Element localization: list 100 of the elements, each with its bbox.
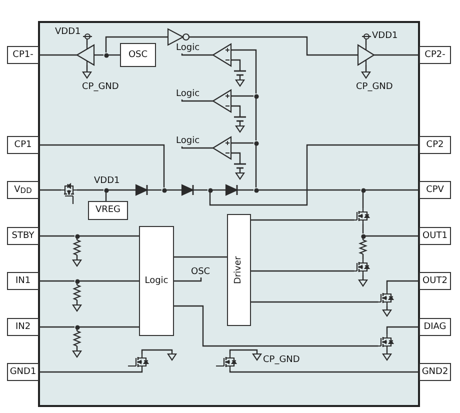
pin-box: CP1-: [7, 46, 39, 64]
battery-symbol: [234, 164, 246, 168]
wire: [237, 189, 254, 191]
net-label: CP_GND: [263, 354, 300, 366]
ground-symbol: [236, 126, 244, 132]
ground-symbol: [236, 173, 244, 179]
wire: [362, 238, 364, 240]
wire: [251, 270, 354, 272]
supply-symbol: [82, 34, 92, 38]
net-label: Logic: [176, 42, 200, 54]
wire: [231, 142, 254, 144]
wire: [251, 301, 378, 303]
wire: [365, 65, 367, 72]
wire: [212, 189, 226, 191]
battery-symbol: [234, 71, 246, 75]
junction-dot: [254, 94, 258, 98]
junction-dot: [74, 278, 80, 284]
wire: [86, 65, 88, 72]
pin-box: IN2: [7, 318, 39, 336]
wire: [76, 329, 78, 331]
mosfet-symbol: [354, 259, 369, 275]
wire: [231, 59, 241, 71]
wire: [181, 146, 213, 149]
wire: [386, 306, 388, 310]
net-label: VDD1: [55, 26, 81, 38]
resistor-symbol: [74, 285, 80, 300]
wire: [231, 105, 241, 117]
pin-box: CPV: [419, 181, 451, 199]
wire: [193, 189, 208, 191]
wire: [94, 54, 104, 56]
wire: [39, 326, 74, 328]
mosfet-symbol: [128, 354, 148, 370]
wire: [105, 192, 107, 201]
wire: [105, 36, 168, 52]
ground-symbol: [236, 80, 244, 86]
block-box: VREG: [88, 201, 128, 220]
pin-box: GND2: [419, 363, 451, 381]
wire: [366, 235, 419, 237]
resistor-symbol: [360, 240, 366, 254]
diode-symbol: [136, 185, 147, 195]
mosfet-symbol: [354, 208, 369, 224]
junction-dot: [254, 140, 258, 146]
pin-box: OUT1: [419, 227, 451, 245]
wire: [108, 54, 120, 56]
junction-dot: [360, 188, 366, 192]
mosfet-symbol: [378, 334, 393, 350]
mosfet-symbol: [216, 354, 236, 370]
wire: [255, 98, 257, 140]
wire: [174, 305, 378, 347]
wire: [258, 189, 360, 191]
wire: [141, 349, 173, 354]
wire: [362, 254, 364, 259]
pin-box: CP1: [7, 136, 39, 154]
comparator-symbol: [213, 90, 231, 112]
wire: [362, 192, 364, 208]
junction-dot: [104, 52, 108, 58]
pin-box: STBY: [7, 227, 39, 245]
diode-symbol: [182, 185, 193, 195]
net-label: OSC: [191, 266, 210, 278]
wire: [76, 283, 78, 285]
wire: [231, 49, 257, 94]
wire: [39, 280, 74, 282]
chip-body: [38, 21, 420, 407]
wire: [239, 168, 241, 173]
resistor-symbol: [74, 240, 80, 255]
buffer-symbol: [358, 45, 374, 65]
comparator-symbol: [213, 44, 231, 66]
wire: [251, 219, 354, 221]
junction-dot: [208, 188, 212, 192]
wire: [255, 146, 257, 188]
block-box: Logic: [139, 226, 174, 336]
wire: [366, 189, 419, 191]
wire: [181, 54, 213, 56]
wire: [239, 75, 241, 80]
mosfet-symbol: [61, 184, 77, 204]
wire: [189, 36, 358, 56]
inverter-symbol: [168, 29, 189, 45]
ground-symbol: [362, 72, 370, 78]
wire: [386, 326, 419, 334]
ground-symbol: [253, 354, 261, 360]
wire: [209, 144, 419, 206]
net-label: CP_GND: [356, 82, 393, 92]
net-label: VDD1: [94, 176, 120, 186]
wire: [80, 280, 139, 282]
wire: [80, 235, 139, 237]
resistor-symbol: [74, 331, 80, 346]
junction-dot: [162, 188, 166, 192]
wire: [76, 238, 78, 240]
pin-box: OUT2: [419, 272, 451, 290]
pin-box: CP2: [419, 136, 451, 154]
ground-symbol: [359, 280, 367, 286]
wire: [386, 280, 419, 290]
wire: [174, 278, 202, 282]
wire: [166, 189, 182, 191]
net-label: Logic: [176, 88, 200, 100]
diode-symbol: [226, 185, 237, 195]
wire: [365, 38, 367, 45]
pin-box: DIAG: [419, 318, 451, 336]
ground-symbol: [73, 351, 81, 357]
ground-symbol: [73, 260, 81, 266]
